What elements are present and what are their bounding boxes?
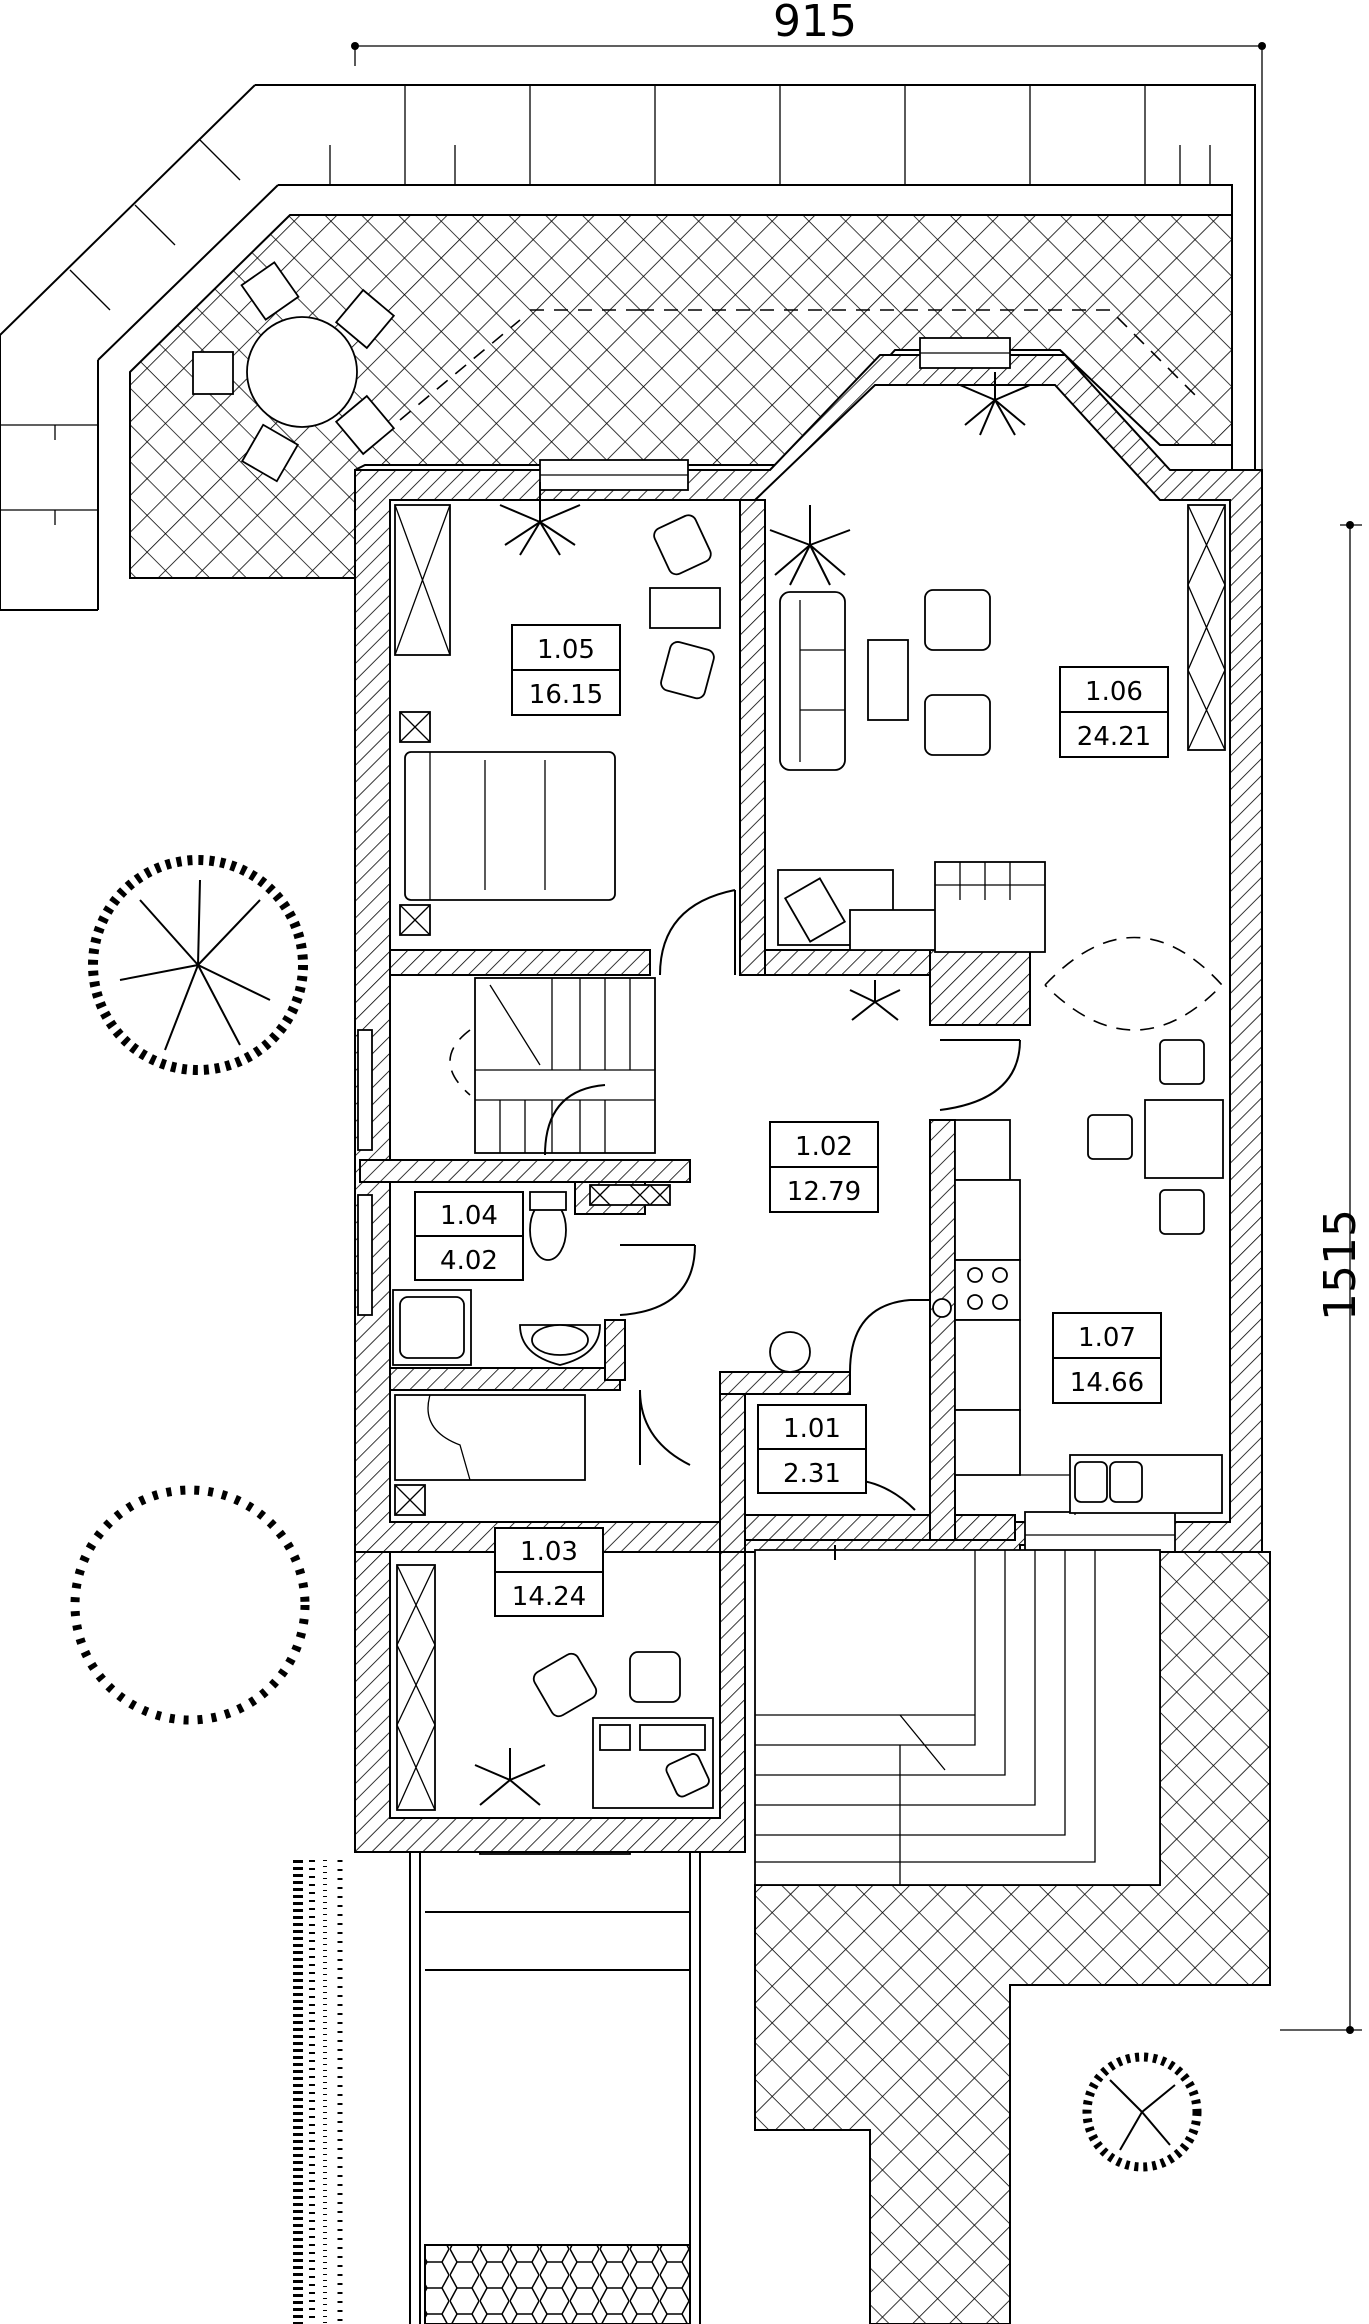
terrace-north <box>0 84 1256 611</box>
plant-3 <box>959 372 1031 436</box>
room-label-1.07: 1.07 14.66 <box>1052 1312 1162 1404</box>
plant-4 <box>849 980 901 1021</box>
tree-2 <box>70 1485 310 1725</box>
dimension-height-label: 1515 <box>1315 1209 1366 1321</box>
room-area-1.05: 16.15 <box>529 680 603 710</box>
room-1.05-furniture <box>394 504 721 936</box>
plant-1 <box>499 482 581 556</box>
chimney-blocks <box>589 1184 671 1206</box>
plant-5 <box>474 1748 546 1806</box>
room-area-1.03: 14.24 <box>512 1582 586 1612</box>
dimension-width: 915 <box>351 0 1266 470</box>
plants <box>474 372 1031 1806</box>
room-area-1.04: 4.02 <box>440 1246 498 1276</box>
room-area-1.01: 2.31 <box>783 1459 841 1489</box>
room-label-1.06: 1.06 24.21 <box>1059 666 1169 758</box>
room-number-1.05: 1.05 <box>537 635 595 665</box>
room-area-1.06: 24.21 <box>1077 722 1151 752</box>
dimension-width-label: 915 <box>773 0 857 47</box>
room-label-1.02: 1.02 12.79 <box>769 1121 879 1213</box>
room-number-1.04: 1.04 <box>440 1201 498 1231</box>
staircase <box>449 977 656 1156</box>
room-label-1.05: 1.05 16.15 <box>511 624 621 716</box>
room-number-1.07: 1.07 <box>1078 1323 1136 1353</box>
room-number-1.03: 1.03 <box>520 1537 578 1567</box>
room-area-1.02: 12.79 <box>787 1177 861 1207</box>
room-number-1.06: 1.06 <box>1085 677 1143 707</box>
plant-2 <box>769 505 851 586</box>
entrance-steps <box>754 1549 1161 1886</box>
terrace-table-set <box>192 261 396 483</box>
tree-1 <box>88 855 308 1075</box>
room-1.06-furniture <box>777 504 1226 1031</box>
room-label-1.03: 1.03 14.24 <box>494 1527 604 1617</box>
room-number-1.02: 1.02 <box>795 1132 853 1162</box>
room-area-1.07: 14.66 <box>1070 1368 1144 1398</box>
room-1.07-furniture <box>954 1039 1224 1515</box>
room-label-1.04: 1.04 4.02 <box>414 1191 524 1281</box>
room-1.03-furniture <box>394 1394 714 1811</box>
room-number-1.01: 1.01 <box>783 1414 841 1444</box>
terrace-south <box>293 1549 1271 2324</box>
tree-3 <box>1082 2052 1202 2172</box>
room-label-1.01: 1.01 2.31 <box>757 1404 867 1494</box>
pergola-beams <box>0 85 1211 525</box>
room-1.04-furniture <box>392 1184 671 1366</box>
dimension-height: 1515 <box>1280 521 1366 2034</box>
